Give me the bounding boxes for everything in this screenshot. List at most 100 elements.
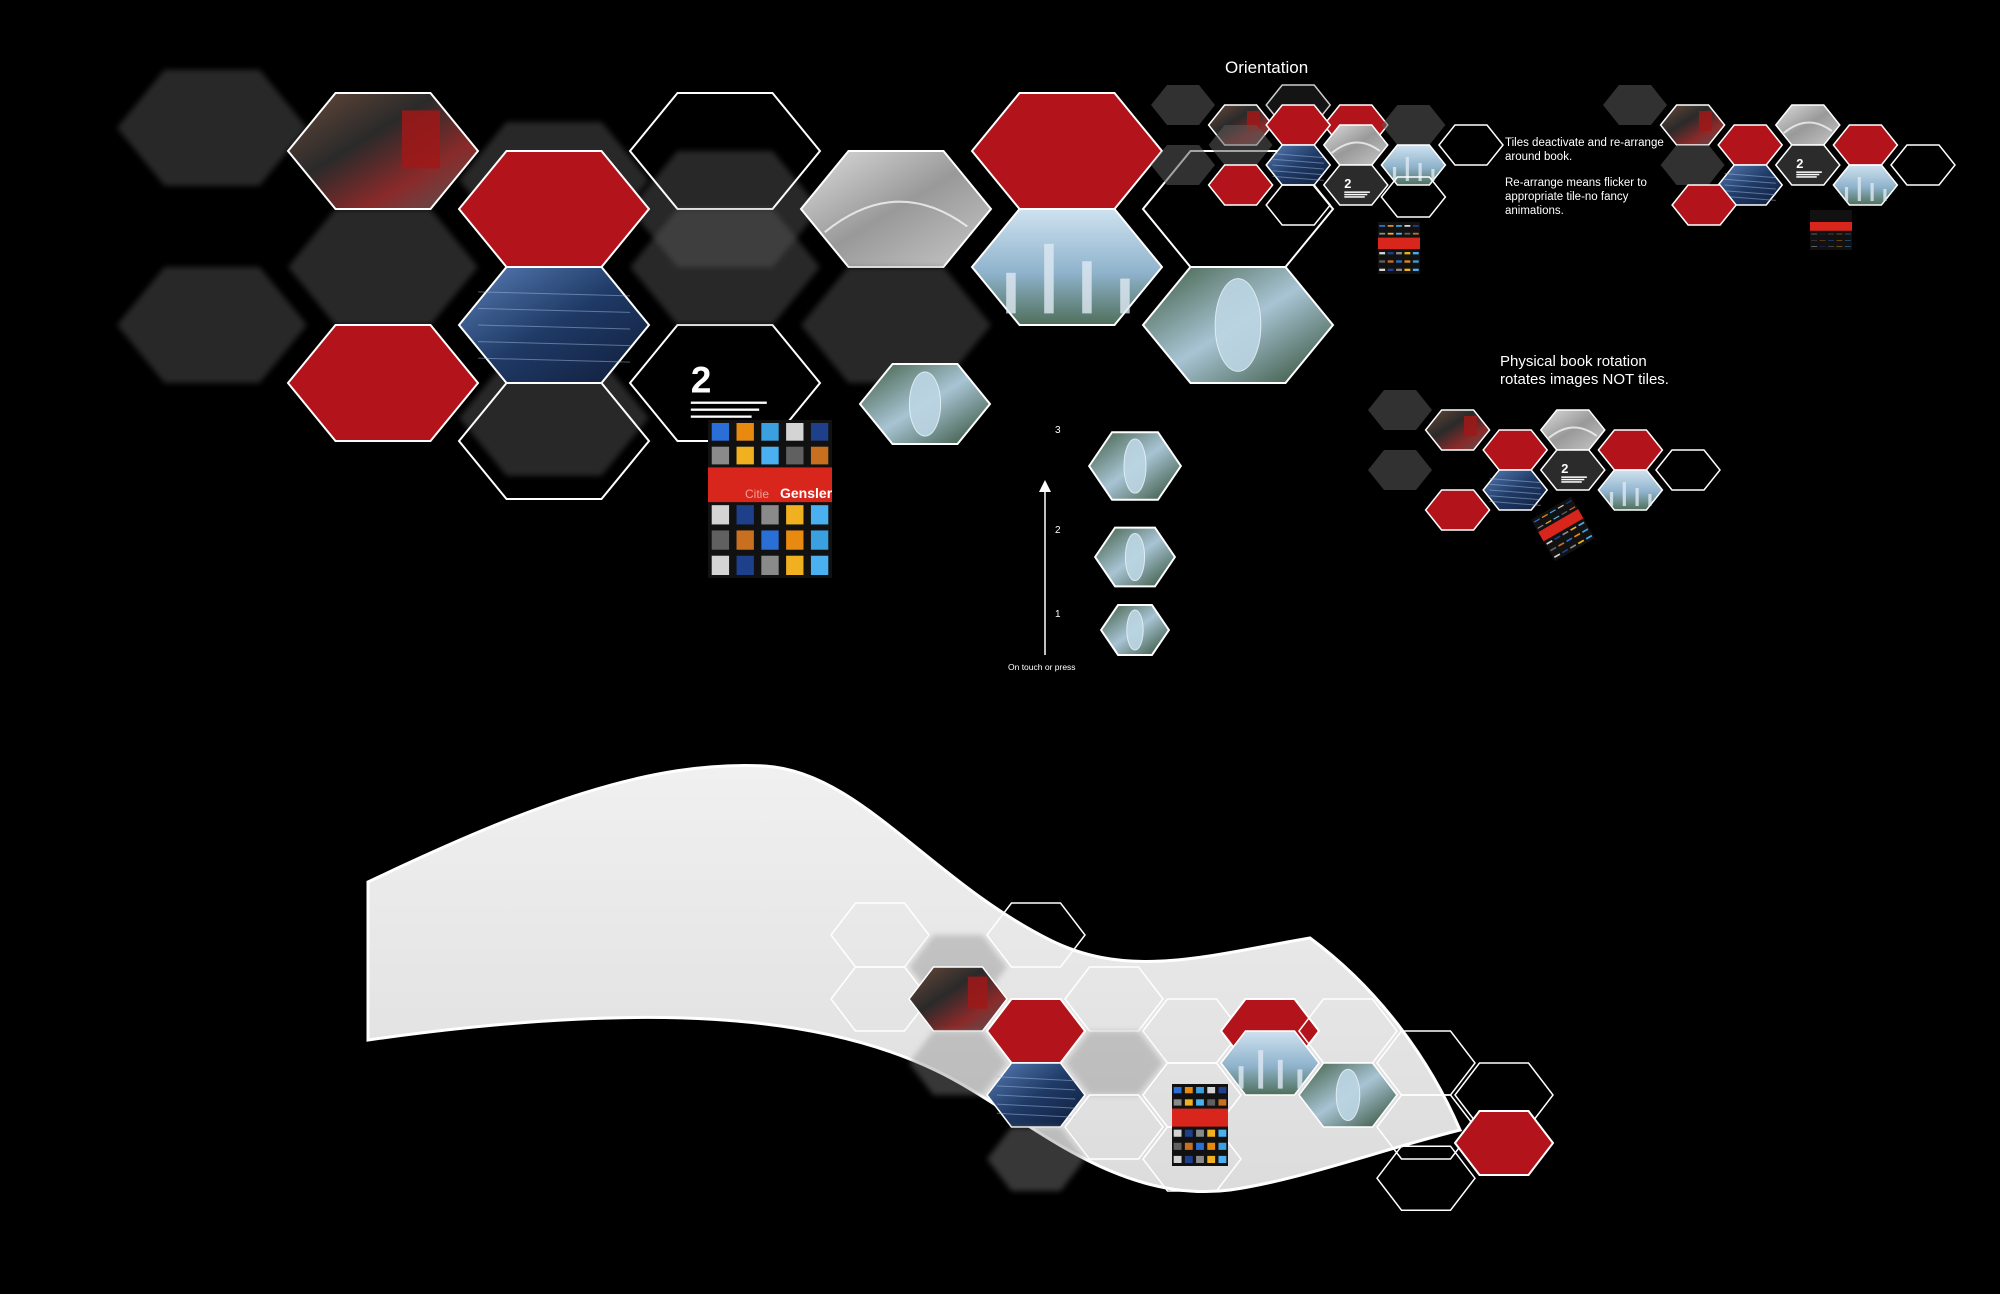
orient-before-tile-13 (1380, 144, 1447, 186)
tile-text-line (1796, 176, 1817, 178)
orient-after-tile-6 (1660, 145, 1725, 185)
tile-number: 2 (1344, 176, 1351, 191)
main-tile-0 (117, 69, 307, 186)
track-tile-22 (1453, 1110, 1555, 1176)
book-brand-band (1172, 1108, 1228, 1127)
tile-text-line (690, 408, 760, 411)
press-arrow-head (1039, 480, 1051, 492)
orient-after-tile-4 (1832, 124, 1899, 166)
track-tile-15 (1298, 1062, 1398, 1128)
tile-text-line (690, 415, 752, 418)
main-cluster-extras: Gensler Citie (708, 363, 992, 578)
orient-after-tile-2 (1717, 124, 1784, 166)
tile-text-line (1344, 196, 1365, 198)
track-tile-18 (987, 1127, 1085, 1191)
orientation-note-deactivate: Tiles deactivate and re-arrange around b… (1505, 137, 1664, 163)
tile-text-line (1561, 478, 1585, 481)
tile-text-line (690, 401, 767, 404)
book-prefix-label: Citie (745, 487, 769, 501)
track-tile-11 (986, 1062, 1086, 1128)
rotation-tile-6 (1368, 450, 1432, 490)
main-tile-6 (286, 92, 480, 210)
orient-before-tile-12: 2 (1322, 164, 1389, 206)
tile-text-line (1344, 191, 1370, 193)
main-tile-tower-lower (858, 363, 992, 445)
orient-after-tile-9 (1832, 164, 1899, 206)
track-tile-10 (909, 1031, 1007, 1095)
book-brand-band (1538, 509, 1584, 542)
tile-text-line (1561, 481, 1582, 483)
orient-before-tile-10 (1207, 164, 1274, 206)
rotation-tile-10 (1597, 469, 1664, 511)
main-tile-18 (457, 382, 651, 500)
book-brand-band (1810, 222, 1852, 231)
press-sequence-label: On touch or press (1008, 662, 1076, 672)
orientation-title: Orientation (1225, 58, 1309, 77)
main-tile-1 (117, 267, 307, 383)
tile-text-line (1796, 173, 1820, 176)
track-tile-23 (1376, 1145, 1476, 1211)
tile-number: 2 (691, 358, 712, 400)
press-step-3: 3 (1055, 425, 1061, 436)
track-tile-19 (1142, 1126, 1242, 1192)
rotation-caption: Physical book rotation rotates images NO… (1500, 353, 1669, 388)
main-tile-9 (799, 150, 993, 268)
rotation-book (1531, 496, 1595, 562)
rotation-tile-4 (1597, 429, 1664, 471)
rotation-tile-0 (1368, 390, 1432, 430)
main-hex-cluster: 2 (117, 69, 1335, 500)
orient-before-tile-11 (1265, 144, 1332, 186)
main-tile-12 (457, 266, 651, 384)
orientation-cluster-after: 2 (1603, 85, 1956, 250)
press-step-1: 1 (1055, 609, 1061, 620)
orient-after-tile-0 (1603, 85, 1667, 125)
orient-after-book (1810, 210, 1852, 250)
orient-before-tile-4 (1208, 125, 1273, 165)
orient-before-tile-14 (1265, 184, 1332, 226)
main-book (708, 420, 832, 578)
orient-before-tile-9 (1151, 145, 1215, 185)
orient-before-book (1378, 222, 1420, 274)
orient-before-tile-7 (1381, 105, 1446, 145)
book-brand-band (708, 467, 832, 503)
orient-after-tile-5 (1890, 144, 1956, 186)
orient-after-tile-8: 2 (1774, 144, 1841, 186)
main-tile-17 (1141, 266, 1335, 384)
rotation-tile-3 (1539, 409, 1606, 451)
press-step-tile-1 (1099, 604, 1171, 656)
orient-after-tile-3 (1774, 104, 1841, 146)
main-tile-10 (970, 92, 1164, 210)
track-tile-2 (986, 902, 1086, 968)
rotation-tile-9: 2 (1539, 449, 1606, 491)
track-book (1172, 1084, 1228, 1166)
press-step-tile-2 (1093, 526, 1177, 588)
orient-before-tile-15 (1380, 176, 1447, 218)
press-step-2: 2 (1055, 525, 1061, 536)
orientation-cluster-before: 2 (1151, 84, 1504, 274)
book-brand-label: Gensler (780, 485, 833, 501)
track-tile-14 (1220, 1030, 1320, 1096)
press-step-tile-3 (1087, 431, 1183, 501)
main-tile-19 (630, 209, 820, 325)
tile-text-line (1796, 171, 1822, 173)
main-tile-2 (288, 209, 478, 325)
rotation-tile-1 (1424, 409, 1491, 451)
track-hex-cluster: 2 (830, 902, 1555, 1211)
orientation-note-rearrange: Re-arrange means flicker to appropriate … (1505, 177, 1647, 217)
main-tile-15 (801, 267, 991, 383)
main-tile-16 (970, 208, 1164, 326)
track-tile-17 (1064, 1094, 1164, 1160)
orient-before-tile-8 (1438, 124, 1504, 166)
tile-text-line (1344, 193, 1368, 196)
rotation-tile-5 (1655, 449, 1721, 491)
press-sequence (1039, 431, 1183, 656)
rotation-tile-8 (1482, 469, 1549, 511)
tile-number: 2 (1796, 156, 1803, 171)
tile-number: 2 (1561, 461, 1568, 476)
orient-after-tile-10 (1671, 184, 1738, 226)
rotation-tile-2 (1482, 429, 1549, 471)
rotation-tile-7 (1424, 489, 1491, 531)
book-brand-band (1378, 237, 1420, 250)
orient-before-tile-0 (1151, 85, 1215, 125)
